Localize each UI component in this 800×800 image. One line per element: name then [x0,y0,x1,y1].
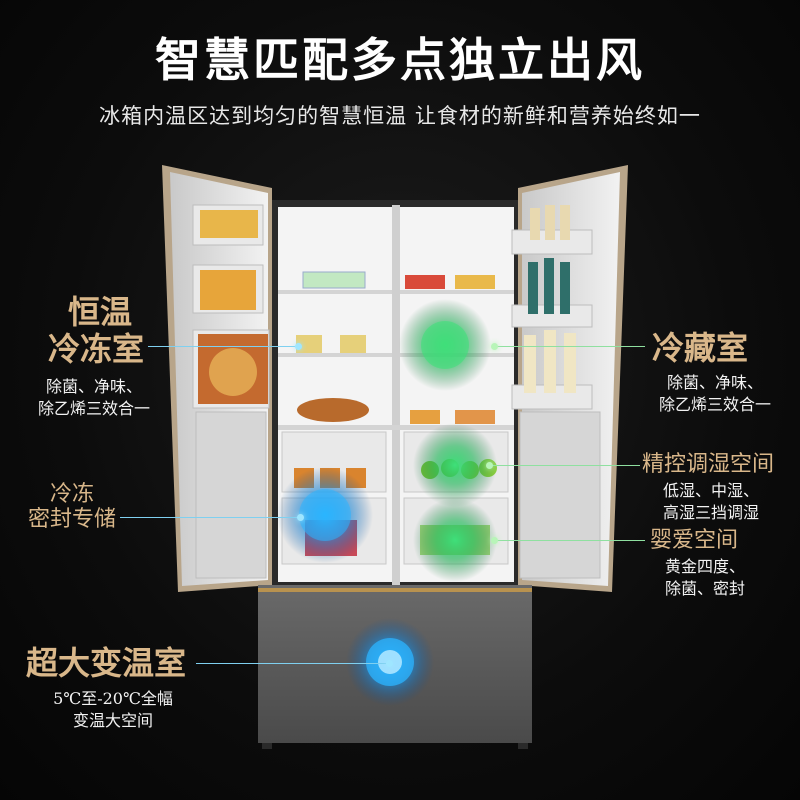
fridge-label: 冷藏室 [652,329,749,367]
freezer-label-line1: 恒温 [68,293,133,331]
variable-label: 超大变温室 [26,644,187,682]
variable-desc: 5℃至-20℃全幅 变温大空间 [38,688,188,731]
connector-baby [495,540,645,541]
connector-dot-fridge [491,343,498,350]
humidity-desc-line2: 高湿三挡调湿 [662,502,759,522]
baby-desc-line2: 除菌、密封 [664,578,745,598]
fridge-desc: 除菌、净味、 除乙烯三效合一 [650,372,780,415]
humidity-label: 精控调湿空间 [642,452,775,477]
baby-desc-line1: 黄金四度、 [664,557,745,576]
sealed-label-line2: 密封专储 [27,507,116,533]
baby-label: 婴爱空间 [650,528,739,553]
connector-dot-humidity [486,462,493,469]
connector-fridge [495,346,645,347]
connector-dot-baby [491,537,498,544]
fridge-desc-line2: 除乙烯三效合一 [658,394,771,414]
humidity-desc: 低湿、中湿、 高湿三挡调湿 [642,480,780,523]
connector-sealed [120,517,300,518]
connector-dot-variable [386,660,393,667]
freezer-label: 恒温 冷冻室 [48,294,144,368]
sealed-label: 冷冻 密封专储 [24,482,120,533]
right-door [511,165,628,592]
airflow-indicators [277,299,497,706]
connector-dot-sealed [297,514,304,521]
freezer-desc-line1: 除菌、净味、 [45,377,142,396]
freezer-desc: 除菌、净味、 除乙烯三效合一 [34,376,154,419]
connector-humidity [490,465,640,466]
fridge-desc-line1: 除菌、净味、 [666,373,763,392]
baby-desc: 黄金四度、 除菌、密封 [640,556,770,599]
page-subtitle: 冰箱内温区达到均匀的智慧恒温 让食材的新鲜和营养始终如一 [99,104,701,128]
connector-dot-freezer [295,343,302,350]
left-door [162,165,272,592]
connector-variable [196,663,391,664]
variable-desc-line1: 5℃至-20℃全幅 [53,689,173,708]
connector-freezer [148,346,298,347]
freezer-desc-line2: 除乙烯三效合一 [37,398,150,418]
freezer-label-line2: 冷冻室 [48,329,145,368]
humidity-desc-line1: 低湿、中湿、 [662,481,759,500]
page-title: 智慧匹配多点独立出风 [155,33,645,87]
sealed-label-line1: 冷冻 [49,482,94,507]
variable-desc-line2: 变温大空间 [72,710,153,730]
